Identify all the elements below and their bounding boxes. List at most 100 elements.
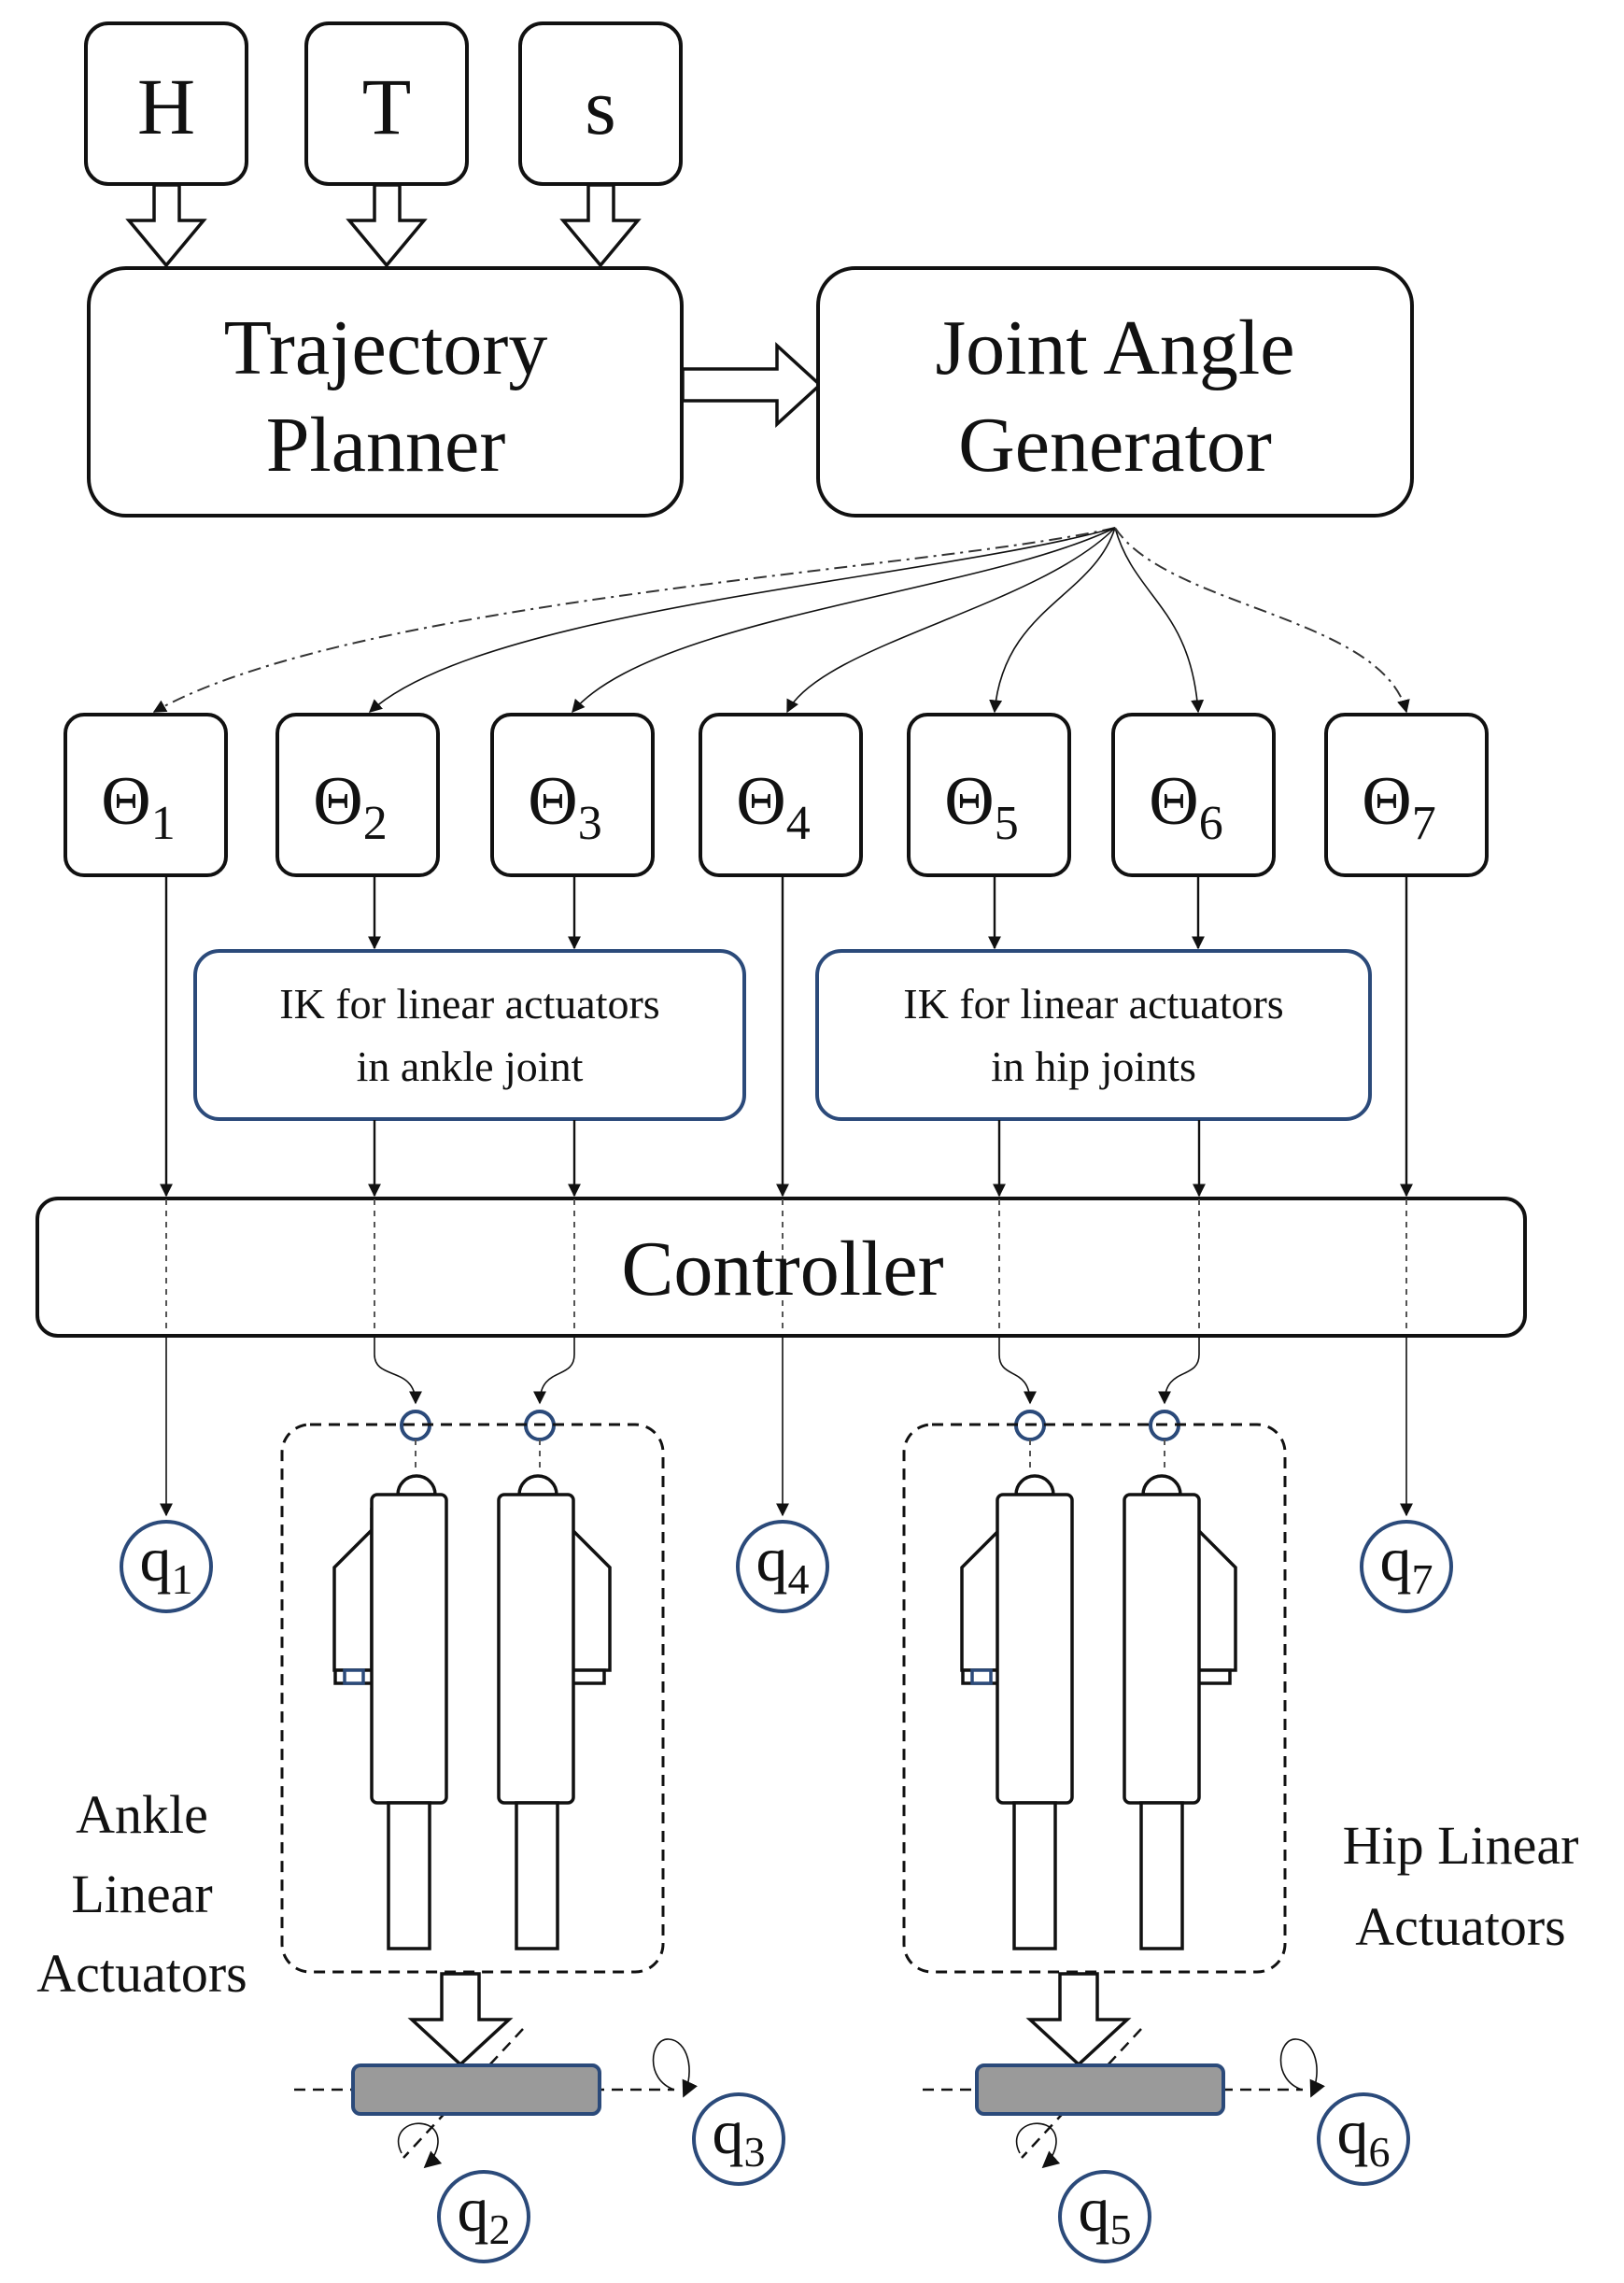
theta-box-5: Θ5 [907, 713, 1071, 877]
ankle-actuators-group [280, 1423, 665, 1974]
q-sub-4: 4 [788, 1555, 810, 1603]
input-box-s: s [518, 21, 683, 186]
svg-text:Θ4: Θ4 [736, 763, 810, 850]
theta-symbol-1: Θ [101, 763, 150, 840]
arrow-controller-to-ankle-act2 [533, 1337, 575, 1405]
fanout-arrow-1 [152, 527, 1116, 713]
controller-label: Controller [621, 1226, 943, 1312]
q-symbol-3: q [713, 2096, 744, 2167]
svg-text:q6: q6 [1337, 2096, 1391, 2176]
ankle-linear-actuators-label: Ankle Linear Actuators [36, 1784, 247, 2004]
q-symbol-6: q [1337, 2096, 1369, 2167]
svg-text:Θ6: Θ6 [1149, 763, 1222, 850]
q-circle-4: q4 [736, 1520, 829, 1613]
theta-sub-2: 2 [363, 797, 388, 850]
q-circle-6: q6 [1317, 2092, 1410, 2186]
hip-label-line1: Hip Linear [1343, 1815, 1579, 1876]
svg-text:q7: q7 [1380, 1524, 1433, 1603]
theta-symbol-6: Θ [1149, 763, 1198, 840]
hollow-arrow-ankle-to-plate [407, 1972, 514, 2067]
hollow-arrow-s [559, 183, 642, 268]
theta-symbol-2: Θ [313, 763, 362, 840]
theta-sub-6: 6 [1199, 797, 1223, 850]
q-circle-7: q7 [1360, 1520, 1453, 1613]
theta-box-3: Θ3 [490, 713, 655, 877]
hip-linear-actuator-2 [1123, 1474, 1237, 1950]
hollow-arrow-t [346, 183, 428, 268]
hip-actuators-group [902, 1423, 1287, 1974]
q-circle-5: q5 [1058, 2170, 1151, 2263]
input-box-t: T [304, 21, 469, 186]
hip-label-line2: Actuators [1355, 1896, 1566, 1957]
svg-text:q2: q2 [458, 2174, 511, 2253]
rotation-arrow-q3 [652, 2038, 698, 2098]
q-sub-6: 6 [1369, 2128, 1391, 2176]
q-symbol-7: q [1380, 1524, 1412, 1595]
svg-text:q4: q4 [756, 1524, 810, 1603]
svg-text:q5: q5 [1079, 2174, 1132, 2253]
trajectory-planner-line1: Trajectory [224, 305, 548, 391]
trajectory-planner-box: Trajectory Planner [87, 266, 684, 518]
svg-text:Θ1: Θ1 [101, 763, 175, 850]
svg-text:Θ5: Θ5 [944, 763, 1018, 850]
hollow-arrow-h [125, 183, 207, 268]
ankle-label-line2: Linear [71, 1864, 212, 1924]
hip-linear-actuators-label: Hip Linear Actuators [1343, 1815, 1579, 1957]
arrow-controller-to-ankle-act1 [374, 1337, 422, 1405]
input-label-h: H [137, 62, 195, 151]
fanout-arrow-5 [989, 527, 1116, 714]
ik-ankle-line2: in ankle joint [357, 1042, 584, 1090]
rotation-arrow-q5 [1015, 2122, 1061, 2169]
q-sub-1: 1 [172, 1555, 193, 1603]
q-sub-3: 3 [744, 2128, 766, 2176]
ik-hip-line2: in hip joints [991, 1042, 1196, 1090]
theta-box-2: Θ2 [275, 713, 440, 877]
arrow-controller-to-hip-act2 [1158, 1337, 1200, 1405]
svg-text:Θ7: Θ7 [1362, 763, 1435, 850]
q-symbol-2: q [458, 2174, 489, 2245]
q-symbol-4: q [756, 1524, 788, 1595]
ankle-linear-actuator-1 [332, 1474, 448, 1950]
fanout-arrow-6 [1114, 527, 1205, 714]
input-label-s: s [585, 62, 615, 151]
ankle-linear-actuator-2 [497, 1474, 612, 1950]
theta-sub-4: 4 [786, 797, 811, 850]
q-sub-2: 2 [489, 2205, 511, 2253]
ankle-label-line3: Actuators [36, 1943, 247, 2004]
svg-text:q3: q3 [713, 2096, 766, 2176]
theta-symbol-3: Θ [528, 763, 577, 840]
theta-symbol-5: Θ [944, 763, 994, 840]
input-label-t: T [362, 62, 412, 151]
fanout-arrows [152, 527, 1410, 714]
fanout-arrow-3 [572, 527, 1116, 714]
q-circle-1: q1 [120, 1520, 213, 1613]
svg-text:Θ3: Θ3 [528, 763, 601, 850]
joint-angle-generator-line2: Generator [958, 402, 1272, 489]
rotation-arrow-q6 [1279, 2038, 1325, 2098]
hollow-arrow-hip-to-plate [1025, 1972, 1132, 2067]
ankle-plate [294, 2028, 698, 2169]
hip-linear-actuator-1 [960, 1474, 1074, 1950]
theta-symbol-4: Θ [736, 763, 785, 840]
theta-sub-3: 3 [578, 797, 602, 850]
q-sub-5: 5 [1110, 2205, 1132, 2253]
fanout-arrow-2 [368, 527, 1116, 713]
theta-box-6: Θ6 [1111, 713, 1276, 877]
ik-hip-box: IK for linear actuators in hip joints [815, 949, 1372, 1121]
trajectory-planner-line2: Planner [266, 402, 506, 489]
input-box-h: H [84, 21, 248, 186]
hip-plate [923, 2028, 1325, 2169]
theta-box-7: Θ7 [1324, 713, 1489, 877]
arrow-controller-to-hip-act1 [998, 1337, 1037, 1405]
theta-box-4: Θ4 [699, 713, 863, 877]
fanout-arrow-4 [786, 527, 1116, 714]
q-sub-7: 7 [1412, 1555, 1433, 1603]
ik-hip-line1: IK for linear actuators [903, 980, 1283, 1028]
ik-ankle-line1: IK for linear actuators [279, 980, 659, 1028]
ankle-label-line1: Ankle [76, 1784, 208, 1845]
theta-sub-1: 1 [151, 797, 176, 850]
q-circle-2: q2 [437, 2170, 530, 2263]
q-symbol-5: q [1079, 2174, 1110, 2245]
controller-box: Controller [35, 1197, 1527, 1338]
